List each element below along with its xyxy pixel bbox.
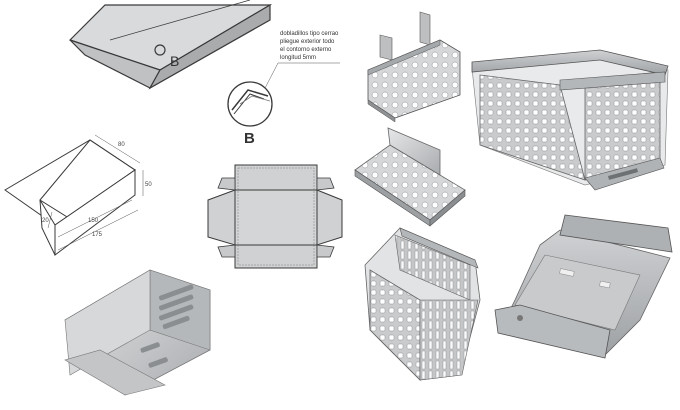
hem-note: dobladillos tipo cerrao pliegue exterior… <box>261 31 340 95</box>
flat-pattern <box>207 164 343 269</box>
dim-175: 175 <box>92 232 103 238</box>
dim-80: 80 <box>118 142 125 148</box>
note-line-4: longitud 5mm <box>280 55 316 61</box>
round-hole-tray <box>354 127 466 227</box>
vented-enclosure <box>364 227 481 381</box>
perforated-bracket-small <box>367 11 461 123</box>
tray-detail-view <box>68 0 273 90</box>
note-line-1: dobladillos tipo cerrao <box>280 31 339 37</box>
dim-50: 50 <box>145 182 152 188</box>
detail-letter-b: B <box>170 53 179 69</box>
bent-bracket-photo <box>64 269 211 396</box>
folded-chassis <box>494 214 673 359</box>
detail-b-label: B <box>244 130 255 147</box>
note-line-3: el contorno externo <box>280 47 332 53</box>
dim-150: 150 <box>88 218 99 224</box>
dimensioned-tray-drawing <box>4 134 144 256</box>
detail-b-zoom <box>227 81 273 127</box>
note-line-2: pliegue exterior todo <box>280 39 335 45</box>
dim-20: 20 <box>42 218 49 224</box>
perforated-cage-large <box>471 49 669 191</box>
